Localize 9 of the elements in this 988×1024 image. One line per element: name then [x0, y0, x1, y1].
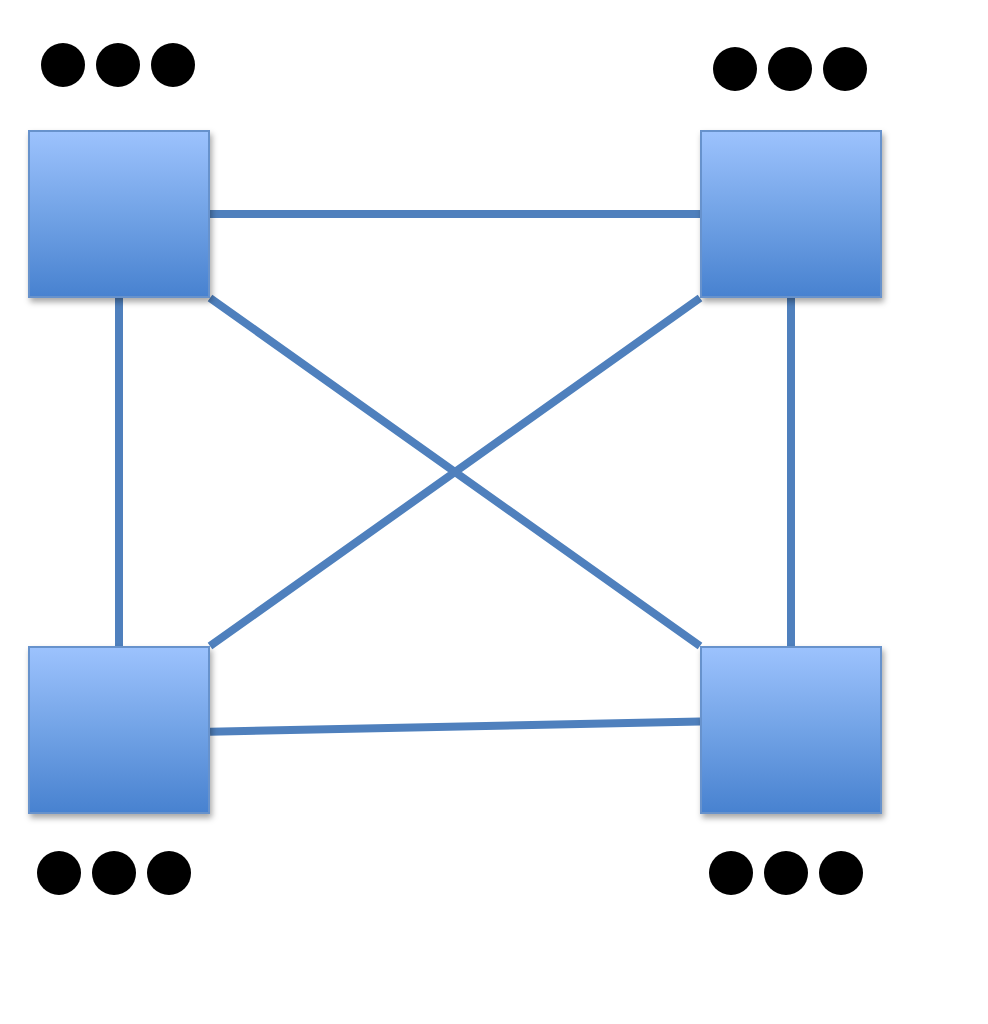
square-node [28, 130, 210, 298]
crossing-connectors [206, 294, 704, 650]
square-node [28, 646, 210, 814]
connector-line [210, 210, 700, 218]
connector-line [209, 717, 701, 736]
square-node [700, 646, 882, 814]
connector-line [115, 298, 123, 646]
square-node [700, 130, 882, 298]
connector-line [787, 298, 795, 646]
